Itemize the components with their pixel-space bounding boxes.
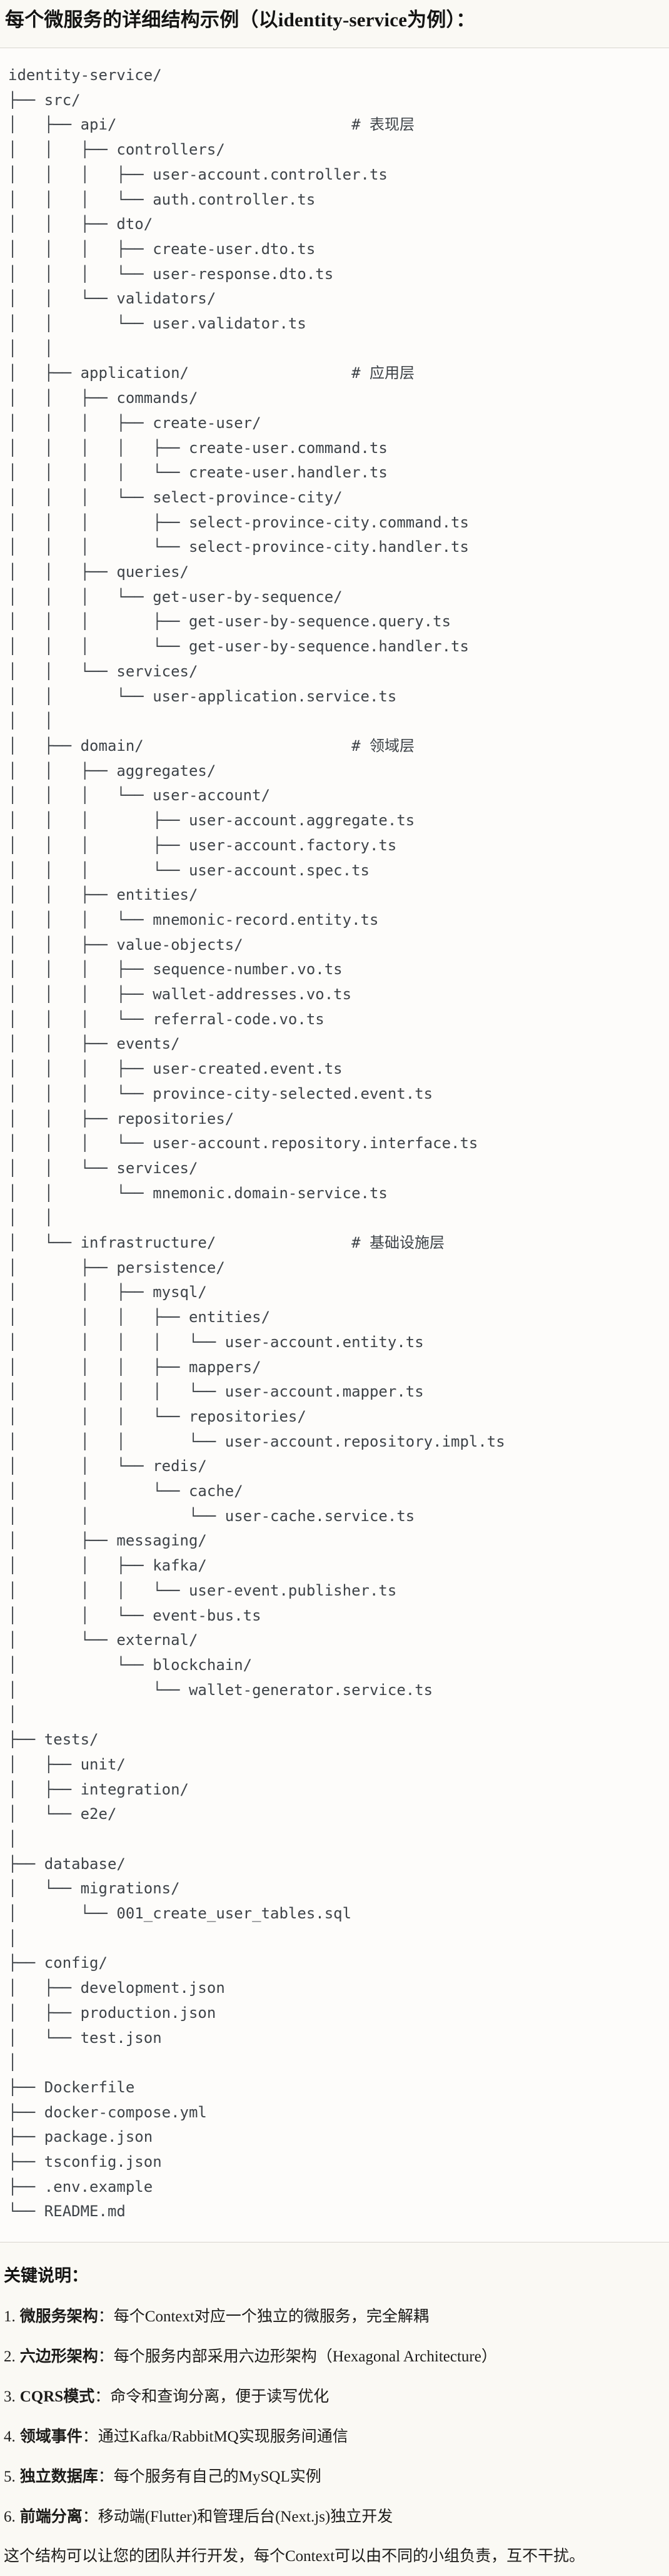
closing-paragraph: 这个结构可以让您的团队并行开发，每个Context可以由不同的小组负责，互不干扰… <box>4 2548 585 2565</box>
code-block: identity-service/ ├── src/ │ ├── api/ # … <box>0 48 669 2243</box>
note-item-3: 3.CQRS模式：命令和查询分离，便于读写优化 <box>4 2387 661 2407</box>
note-item-1: 1.微服务架构：每个Context对应一个独立的微服务，完全解耦 <box>4 2307 661 2327</box>
note-number: 3. <box>4 2388 16 2406</box>
note-term: 微服务架构 <box>19 2308 98 2326</box>
note-desc: ：每个Context对应一个独立的微服务，完全解耦 <box>98 2308 429 2326</box>
note-desc: ：通过Kafka/RabbitMQ实现服务间通信 <box>82 2428 348 2446</box>
note-term: 独立数据库 <box>19 2468 98 2486</box>
note-desc: ：移动端(Flutter)和管理后台(Next.js)独立开发 <box>82 2508 393 2526</box>
note-number: 2. <box>4 2348 16 2366</box>
note-desc: ：每个服务内部采用六边形架构（Hexagonal Architecture） <box>98 2348 497 2366</box>
file-tree: identity-service/ ├── src/ │ ├── api/ # … <box>8 66 505 2221</box>
section-title: 每个微服务的详细结构示例（以identity-service为例）： <box>5 9 476 31</box>
note-number: 6. <box>4 2508 16 2526</box>
note-number: 5. <box>4 2468 16 2486</box>
note-desc: ：命令和查询分离，便于读写优化 <box>94 2388 329 2406</box>
note-term: 前端分离 <box>19 2508 83 2526</box>
note-number: 1. <box>4 2308 16 2326</box>
note-term: CQRS模式 <box>19 2388 95 2406</box>
notes-section: 关键说明： 1.微服务架构：每个Context对应一个独立的微服务，完全解耦 2… <box>0 2265 669 2567</box>
note-item-4: 4.领域事件：通过Kafka/RabbitMQ实现服务间通信 <box>4 2427 661 2447</box>
notes-heading: 关键说明： <box>4 2266 88 2286</box>
note-item-6: 6.前端分离：移动端(Flutter)和管理后台(Next.js)独立开发 <box>4 2507 661 2527</box>
note-term: 领域事件 <box>19 2428 83 2446</box>
note-item-2: 2.六边形架构：每个服务内部采用六边形架构（Hexagonal Architec… <box>4 2347 661 2367</box>
note-number: 4. <box>4 2428 16 2446</box>
note-desc: ：每个服务有自己的MySQL实例 <box>98 2468 321 2486</box>
note-term: 六边形架构 <box>19 2348 98 2366</box>
note-item-5: 5.独立数据库：每个服务有自己的MySQL实例 <box>4 2467 661 2487</box>
